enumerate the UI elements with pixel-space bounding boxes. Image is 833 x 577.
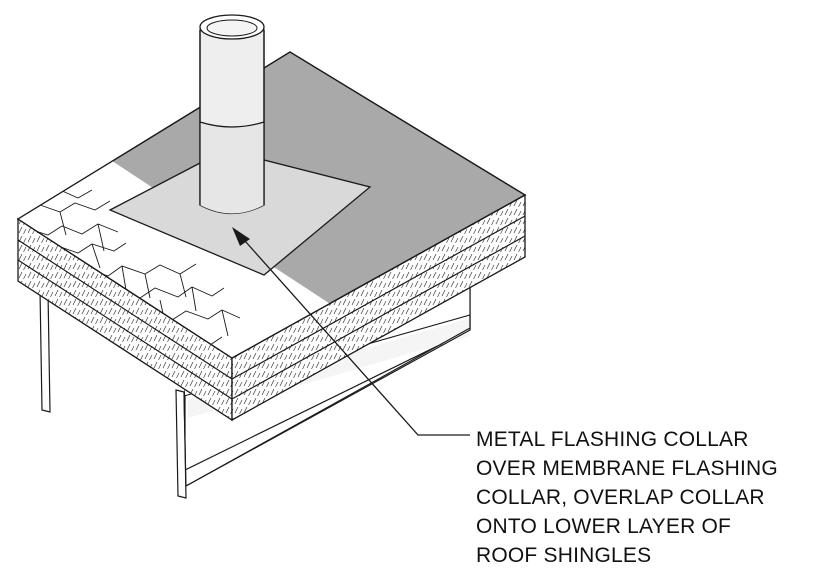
vent-pipe xyxy=(199,14,265,215)
annotation-line-3: COLLAR, OVERLAP COLLAR xyxy=(476,486,765,509)
left-post xyxy=(39,289,51,413)
roof-top xyxy=(16,51,527,359)
annotation-line-5: ROOF SHINGLES xyxy=(476,544,652,567)
annotation-line-1: METAL FLASHING COLLAR xyxy=(476,428,749,451)
leader-arrow xyxy=(232,227,470,436)
roof-shingles xyxy=(18,161,370,358)
annotation-callout: METAL FLASHING COLLAR OVER MEMBRANE FLAS… xyxy=(476,425,828,570)
annotation-line-2: OVER MEMBRANE FLASHING xyxy=(476,457,778,480)
annotation-line-4: ONTO LOWER LAYER OF xyxy=(476,515,732,538)
right-post xyxy=(175,389,187,499)
